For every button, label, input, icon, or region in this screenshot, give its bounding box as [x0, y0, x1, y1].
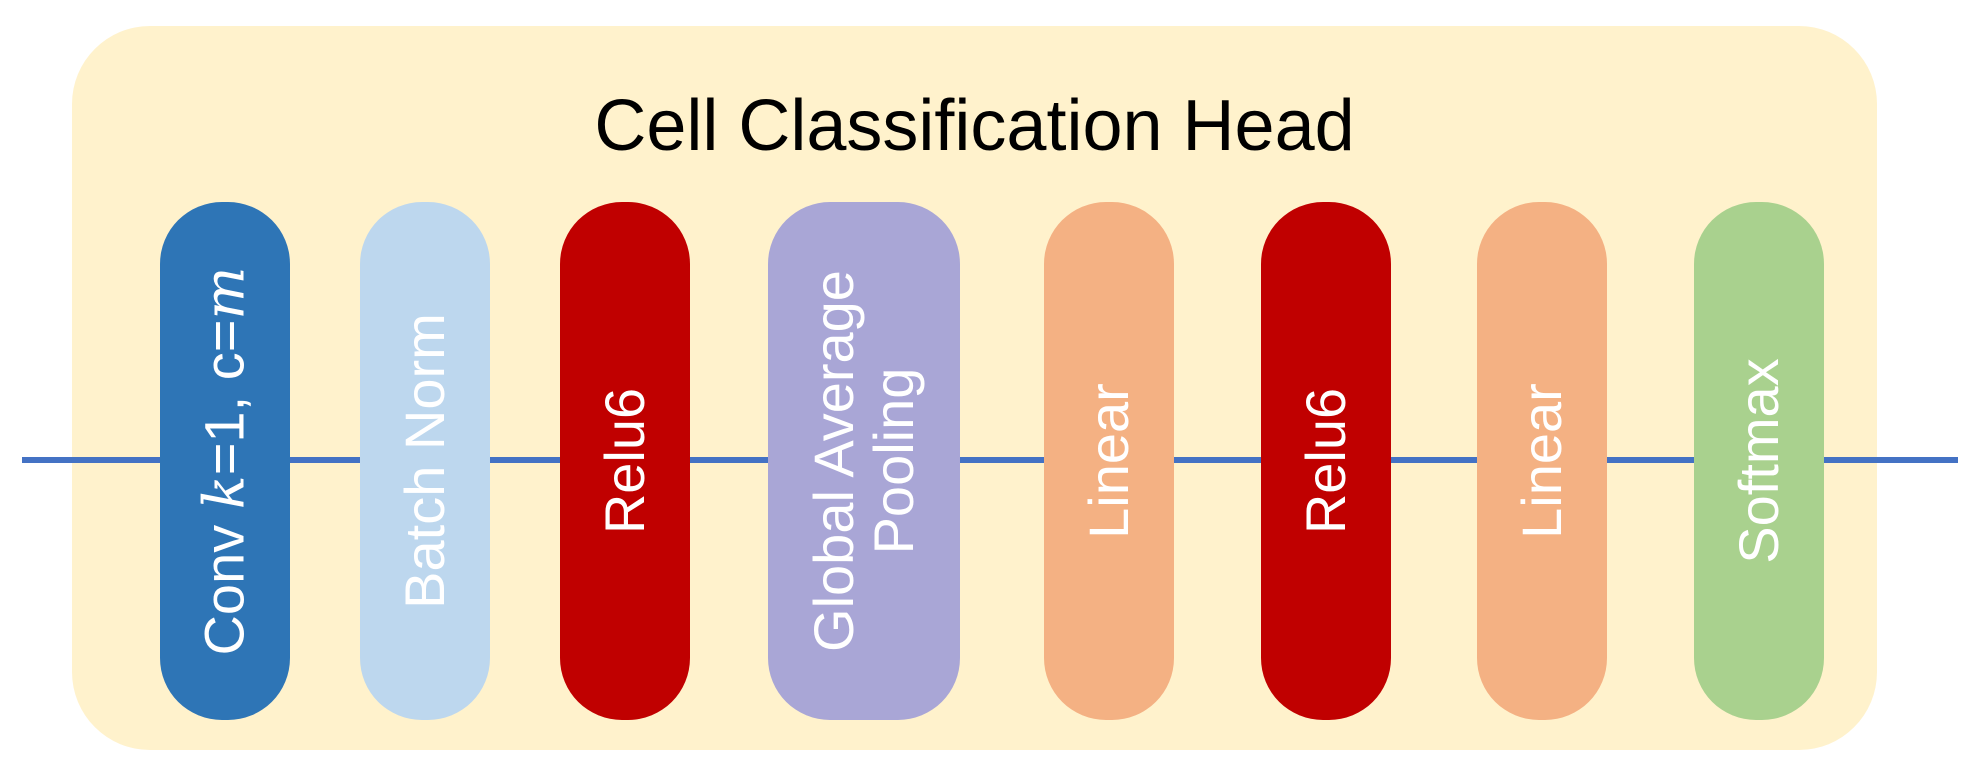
conv-label-params: =1, c=	[192, 319, 256, 476]
block-softmax-label: Softmax	[1727, 358, 1790, 564]
relu6-2-label-line: Relu6	[1294, 387, 1357, 535]
block-relu6-1: Relu6	[560, 202, 690, 720]
block-conv-label: Conv k=1, c=m	[192, 266, 258, 656]
block-linear-2: Linear	[1477, 202, 1607, 720]
global-average-pooling-label-line-2: Pooling	[862, 367, 925, 555]
block-linear-1: Linear	[1044, 202, 1174, 720]
block-global-average-pooling: Global Average Pooling	[768, 202, 960, 720]
batch-norm-label-line: Batch Norm	[393, 313, 456, 609]
conv-label-k: k	[192, 475, 258, 510]
block-relu6-2: Relu6	[1261, 202, 1391, 720]
diagram-title: Cell Classification Head	[594, 86, 1355, 166]
block-batch-norm: Batch Norm	[360, 202, 490, 720]
global-average-pooling-label-line-1: Global Average	[802, 270, 865, 652]
block-global-average-pooling-label: Global Average Pooling	[802, 270, 925, 652]
block-softmax: Softmax	[1694, 202, 1824, 720]
conv-label-text: Conv	[192, 509, 256, 656]
linear-2-label-line: Linear	[1510, 383, 1573, 539]
block-conv: Conv k=1, c=m	[160, 202, 290, 720]
linear-1-label-line: Linear	[1077, 383, 1140, 539]
block-batch-norm-label: Batch Norm	[393, 313, 456, 609]
relu6-1-label-line: Relu6	[593, 387, 656, 535]
block-linear-2-label: Linear	[1510, 383, 1573, 539]
conv-label-m: m	[192, 266, 258, 320]
softmax-label-line: Softmax	[1727, 358, 1790, 564]
block-relu6-2-label: Relu6	[1294, 387, 1357, 535]
block-relu6-1-label: Relu6	[593, 387, 656, 535]
block-linear-1-label: Linear	[1077, 383, 1140, 539]
